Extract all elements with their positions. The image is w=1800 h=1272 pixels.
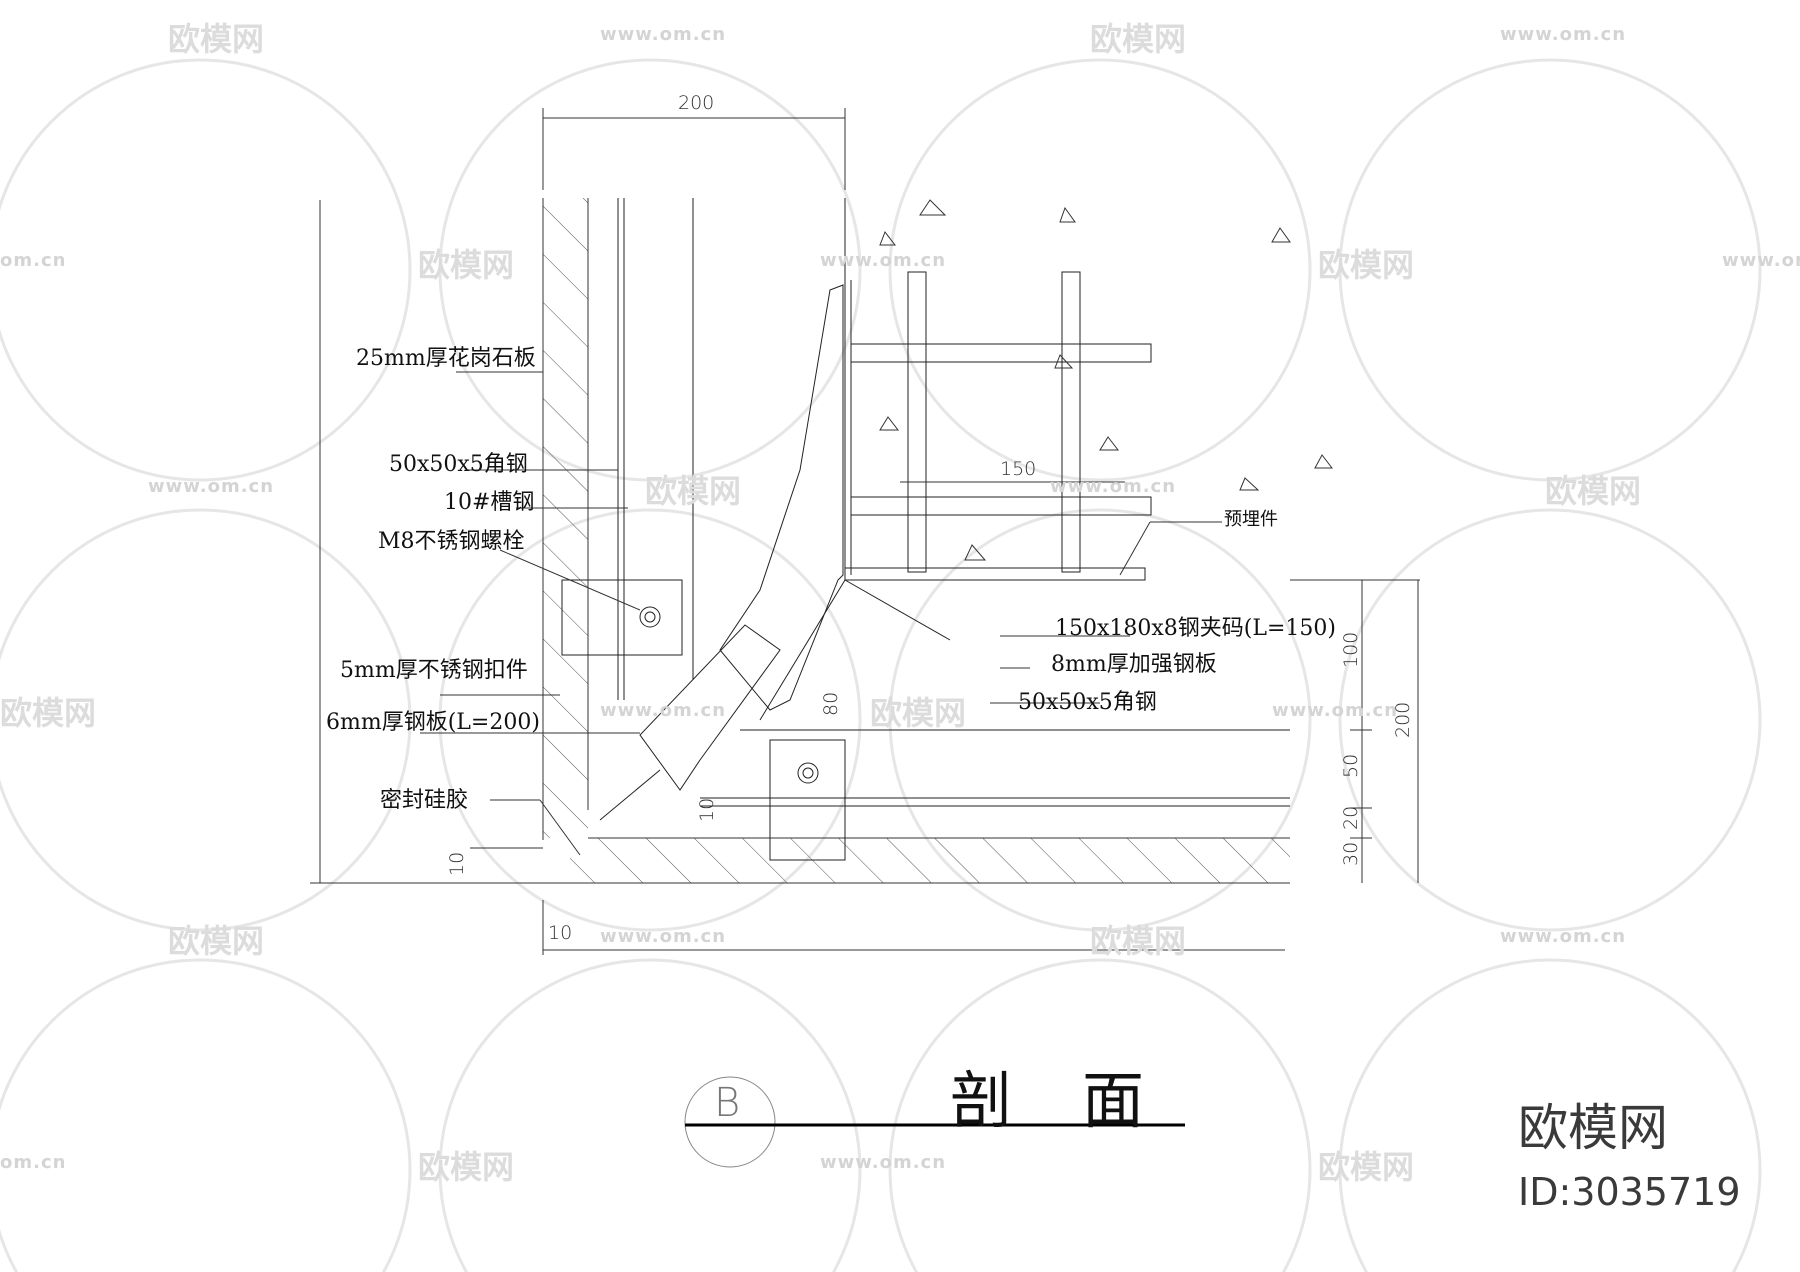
watermark-url: www.om.cn xyxy=(1050,476,1177,497)
label-granite-panel: 25mm厚花岗石板 xyxy=(356,346,536,371)
watermark-logo: 欧模网 xyxy=(645,472,742,510)
label-angle-steel-right: 50x50x5角钢 xyxy=(1018,690,1157,715)
watermark-url: www.om.cn xyxy=(820,250,947,271)
section-marker-letter: B xyxy=(714,1080,741,1126)
drawing-title: 剖面 xyxy=(950,1064,1215,1137)
dim-top-200: 200 xyxy=(678,92,715,114)
watermark-logo: 欧模网 xyxy=(1318,1148,1415,1186)
granite-horizontal-panel xyxy=(570,837,1290,884)
label-embedded-part: 预埋件 xyxy=(1224,509,1278,530)
dim-left-10: 10 xyxy=(446,851,468,876)
model-id: ID:3035719 xyxy=(1518,1170,1741,1214)
dim-right-20: 20 xyxy=(1340,805,1362,830)
label-stainless-bolt: M8不锈钢螺栓 xyxy=(378,529,525,554)
label-stainless-clip: 5mm厚不锈钢扣件 xyxy=(340,658,528,683)
watermark-logo: 欧模网 xyxy=(1090,922,1187,960)
watermark-url: om.cn xyxy=(0,1152,67,1173)
watermark-url: www.om.cn xyxy=(1272,700,1399,721)
label-reinforcing-plate: 8mm厚加强钢板 xyxy=(1051,652,1217,677)
watermark-url: www.om.cn xyxy=(820,1152,947,1173)
watermark-url: www.om.cn xyxy=(600,24,727,45)
dim-right-30: 30 xyxy=(1340,841,1362,866)
watermark-url: www.om.cn xyxy=(600,926,727,947)
watermark-logo: 欧模网 xyxy=(418,1148,515,1186)
dim-bottom-10: 10 xyxy=(548,922,573,944)
label-silicone-seal: 密封硅胶 xyxy=(380,788,469,813)
label-steel-clamp: 150x180x8钢夹码(L=150) xyxy=(1055,616,1336,641)
dim-right-200: 200 xyxy=(1392,701,1414,738)
watermark-arcs xyxy=(0,58,1762,1272)
watermark-logo: 欧模网 xyxy=(1090,20,1187,58)
dim-right-100: 100 xyxy=(1340,631,1362,668)
label-steel-plate: 6mm厚钢板(L=200) xyxy=(326,710,540,735)
dim-diag-80: 80 xyxy=(820,691,842,716)
dim-inner-150: 150 xyxy=(1000,458,1037,480)
watermark-logo: 欧模网 xyxy=(168,922,265,960)
watermark-logo: 欧模网 xyxy=(418,246,515,284)
label-channel-steel: 10#槽钢 xyxy=(444,490,535,515)
dim-weld-10: 10 xyxy=(696,797,718,822)
brand-watermark: 欧模网 xyxy=(1518,1099,1668,1157)
watermark-url: www.om.cn xyxy=(1722,250,1800,271)
watermark-url: www.om.cn xyxy=(1500,926,1627,947)
label-angle-steel: 50x50x5角钢 xyxy=(389,452,528,477)
watermark-logo: 欧模网 xyxy=(168,20,265,58)
concrete-aggregate xyxy=(879,199,1334,561)
section-marker-circle xyxy=(684,1076,776,1168)
watermark-logo: 欧模网 xyxy=(1318,246,1415,284)
watermark-url: www.om.cn xyxy=(1500,24,1627,45)
watermark-url: om.cn xyxy=(0,250,67,271)
watermark-url: www.om.cn xyxy=(600,700,727,721)
watermark-logo: 欧模网 xyxy=(0,694,97,732)
dim-right-50: 50 xyxy=(1340,753,1362,778)
watermark-url: www.om.cn xyxy=(148,476,275,497)
watermark-logo: 欧模网 xyxy=(870,694,967,732)
watermark-logo: 欧模网 xyxy=(1545,472,1642,510)
granite-vertical-panel xyxy=(542,198,589,840)
